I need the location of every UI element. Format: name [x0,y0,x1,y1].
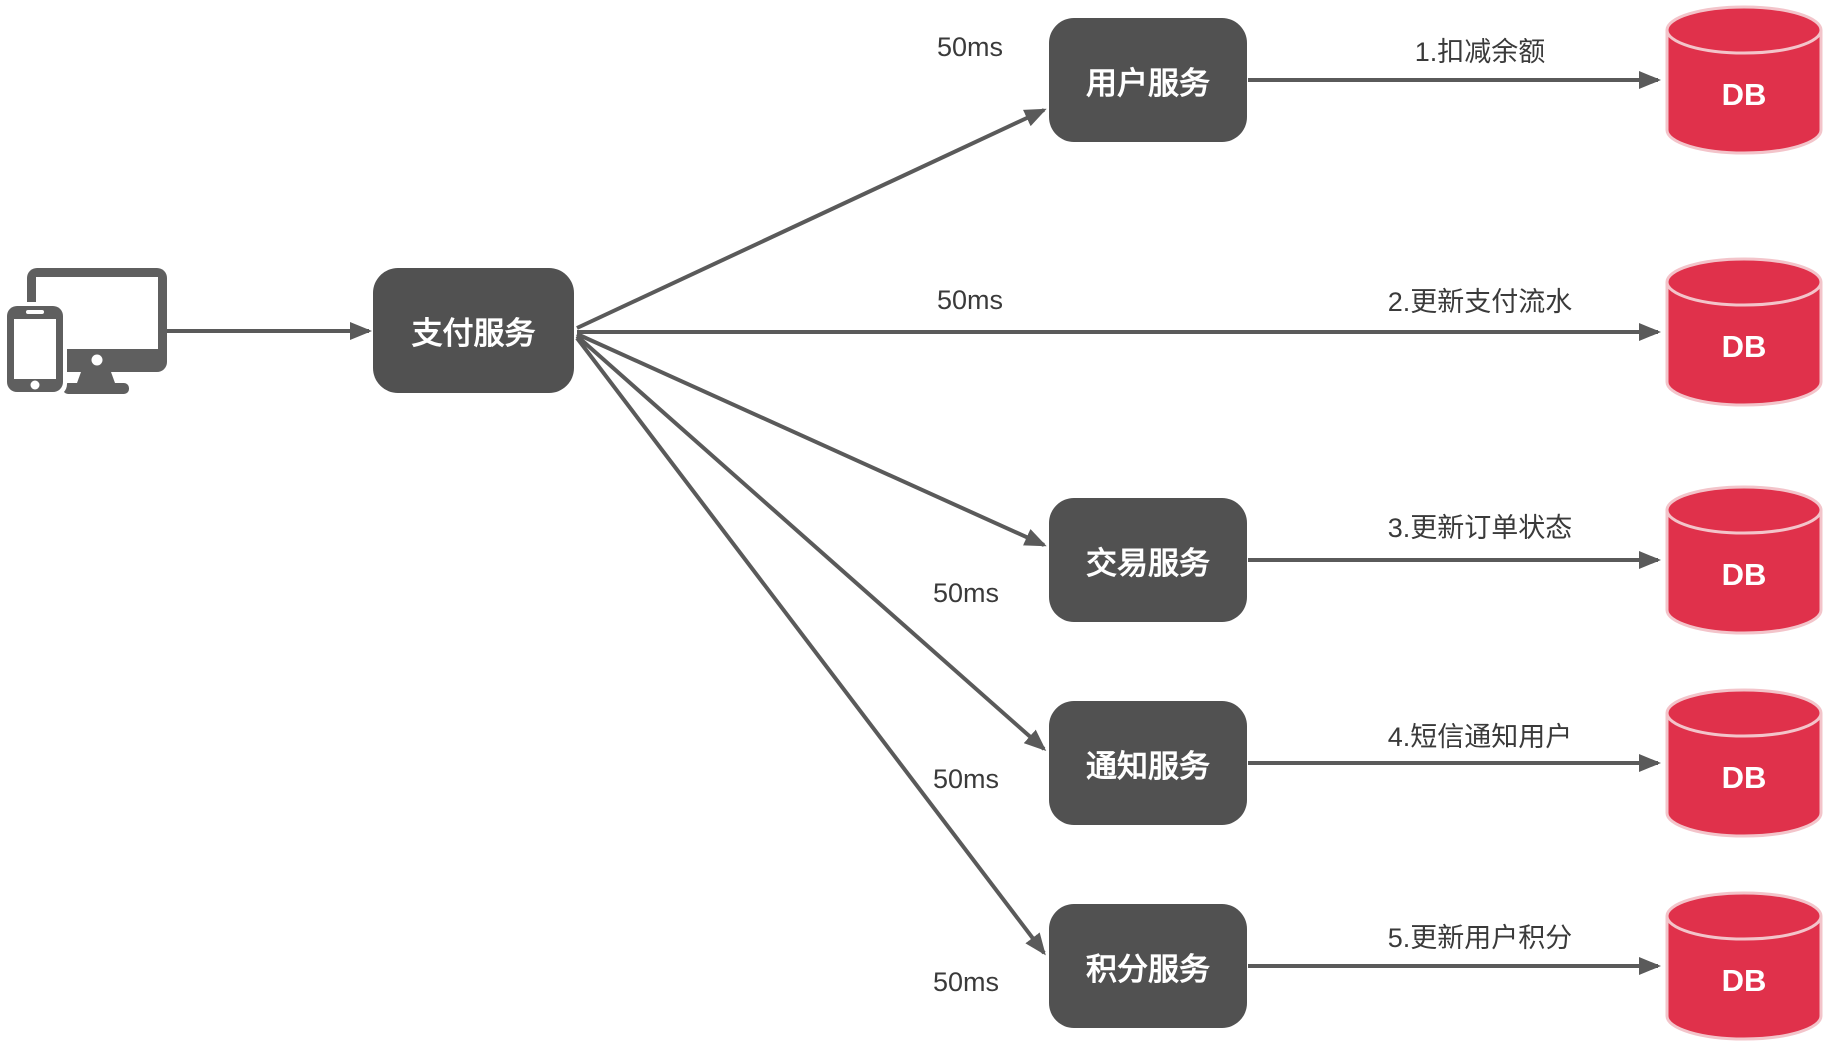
database-icon [1665,485,1823,635]
action-label-row4: 4.短信通知用户 [1387,722,1573,752]
node-notify-service: 通知服务 [1049,701,1247,825]
db-label: DB [1721,557,1767,592]
latency-label-row5: 50ms [932,967,1000,997]
notify-service-label: 通知服务 [1086,748,1210,784]
db-cylinder-3: DB [1664,484,1824,636]
trade-service-label: 交易服务 [1086,545,1210,581]
node-points-service: 积分服务 [1049,904,1247,1028]
action-label-row3: 3.更新订单状态 [1387,513,1573,543]
action-label-row2: 2.更新支付流水 [1387,287,1573,317]
arrow-payment-to-trade-service [576,332,1047,547]
latency-label-row4: 50ms [932,764,1000,794]
action-label-row5: 5.更新用户积分 [1387,923,1573,953]
db-cylinder-5: DB [1664,890,1824,1042]
arrow-payment-to-points-service [575,336,1046,956]
user-service-label: 用户服务 [1086,65,1210,101]
db-cylinder-1: DB [1664,4,1824,156]
database-icon [1665,257,1823,407]
db-label: DB [1721,77,1767,112]
desktop-and-phone-icon [3,268,167,396]
latency-label-row1: 50ms [936,32,1004,62]
db-cylinder-2: DB [1664,256,1824,408]
db-label: DB [1721,963,1767,998]
arrow-payment-to-notify-service [575,334,1047,751]
latency-label-row3: 50ms [932,578,1000,608]
db-cylinder-4: DB [1664,687,1824,839]
arrow-payment-to-user-service [576,108,1047,330]
node-trade-service: 交易服务 [1049,498,1247,622]
client-devices-icon [3,262,175,397]
action-label-row1: 1.扣减余额 [1414,37,1546,67]
latency-label-row2: 50ms [936,285,1004,315]
database-icon [1665,891,1823,1041]
node-payment-service: 支付服务 [373,268,574,393]
database-icon [1665,5,1823,155]
node-user-service: 用户服务 [1049,18,1247,142]
db-label: DB [1721,760,1767,795]
database-icon [1665,688,1823,838]
points-service-label: 积分服务 [1086,951,1210,987]
db-label: DB [1721,329,1767,364]
payment-service-label: 支付服务 [411,316,536,351]
